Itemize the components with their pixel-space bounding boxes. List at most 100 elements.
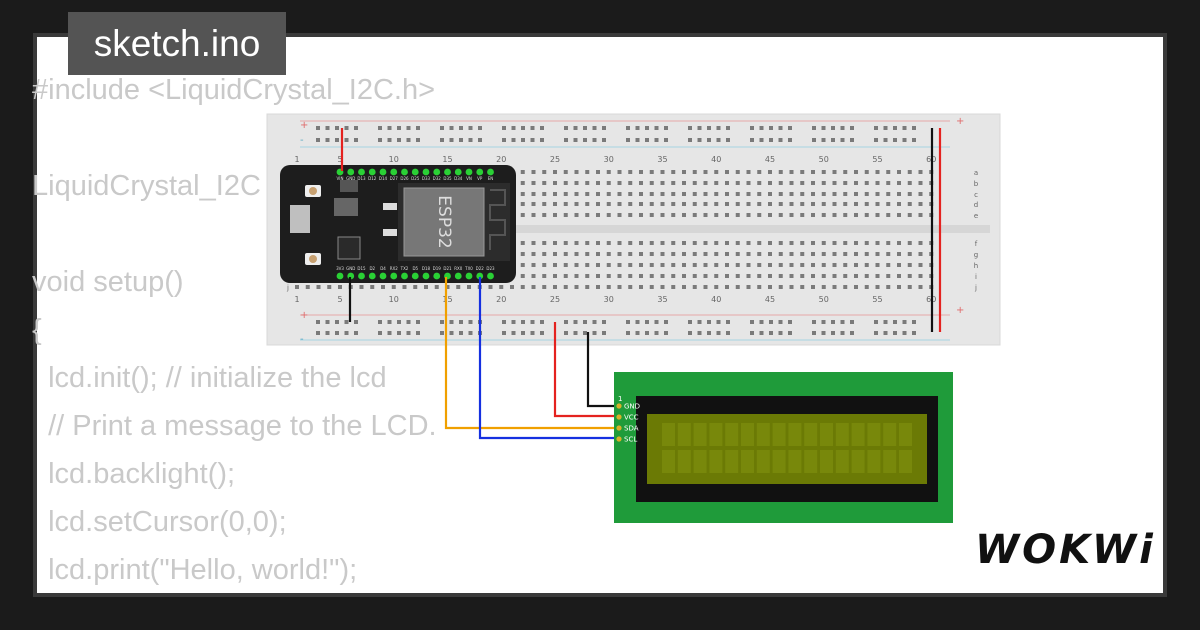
- rail-hole: [459, 138, 463, 142]
- breadboard-hole: [585, 285, 590, 289]
- lcd-pin: [616, 403, 622, 409]
- lcd-cell: [725, 423, 739, 446]
- column-number: 40: [711, 295, 721, 304]
- breadboard-hole: [897, 263, 901, 267]
- breadboard-hole: [897, 252, 901, 256]
- lcd-cell: [804, 423, 818, 446]
- breadboard-hole: [434, 285, 439, 289]
- esp32-pin: [465, 168, 473, 176]
- rail-hole: [778, 138, 783, 142]
- column-number: 35: [657, 295, 667, 304]
- breadboard-hole: [531, 252, 536, 256]
- rail-hole: [645, 331, 649, 335]
- breadboard-hole: [789, 285, 794, 289]
- breadboard-hole: [832, 241, 837, 245]
- rail-hole: [759, 331, 764, 335]
- rail-hole: [449, 138, 454, 142]
- breadboard-hole: [660, 274, 665, 278]
- breadboard-hole: [682, 263, 686, 267]
- column-number: 35: [657, 155, 667, 164]
- rail-hole: [406, 331, 411, 335]
- rail-hole: [831, 138, 835, 142]
- column-number: 45: [765, 155, 775, 164]
- breadboard-hole: [897, 274, 901, 278]
- breadboard-hole: [778, 192, 783, 196]
- rail-hole: [344, 126, 349, 130]
- rail-hole: [874, 320, 878, 324]
- rail-hole: [416, 320, 420, 324]
- breadboard-hole: [789, 181, 794, 185]
- breadboard-hole: [854, 241, 858, 245]
- breadboard-hole: [649, 263, 654, 267]
- breadboard-hole: [520, 285, 525, 289]
- breadboard-hole: [585, 202, 590, 206]
- breadboard-hole: [843, 202, 848, 206]
- breadboard-hole: [574, 263, 579, 267]
- esp32-pin-label: D22: [476, 266, 485, 271]
- esp32-pin-label: D12: [368, 176, 377, 181]
- esp32-pin: [347, 168, 355, 176]
- breadboard-hole: [811, 213, 815, 217]
- esp32-pin: [433, 168, 441, 176]
- breadboard-hole: [725, 241, 729, 245]
- rail-hole: [592, 320, 597, 324]
- breadboard-hole: [725, 170, 729, 174]
- breadboard-hole: [660, 181, 665, 185]
- breadboard-hole: [832, 274, 837, 278]
- column-number: 15: [442, 295, 452, 304]
- rail-hole: [902, 331, 907, 335]
- code-line: lcd.backlight();: [32, 458, 236, 490]
- code-line: #include <LiquidCrystal_I2C.h>: [32, 74, 436, 106]
- row-letter: j: [974, 284, 977, 292]
- breadboard-hole: [606, 213, 611, 217]
- breadboard-hole: [639, 213, 643, 217]
- rail-hole: [573, 138, 578, 142]
- breadboard-hole: [854, 263, 858, 267]
- breadboard-hole: [768, 181, 772, 185]
- rail-hole: [521, 331, 525, 335]
- lcd-pin: [616, 414, 622, 420]
- rail-hole: [778, 126, 783, 130]
- rail-hole: [468, 320, 473, 324]
- rail-hole: [449, 126, 454, 130]
- rail-hole: [654, 331, 659, 335]
- esp32-pin-label: GND: [346, 176, 355, 181]
- breadboard-hole: [886, 192, 891, 196]
- esp32-pin-label: D25: [411, 176, 420, 181]
- breadboard-hole: [671, 241, 676, 245]
- rail-hole: [664, 331, 668, 335]
- esp32-pin-label: D5: [412, 266, 418, 271]
- breadboard-hole: [542, 252, 547, 256]
- esp32-pin: [444, 168, 451, 176]
- column-number: 30: [604, 155, 614, 164]
- breadboard-hole: [606, 274, 611, 278]
- esp32-pin-label: D18: [422, 266, 431, 271]
- column-number: 55: [872, 155, 882, 164]
- breadboard-hole: [692, 274, 697, 278]
- breadboard-hole: [735, 202, 740, 206]
- esp32-pin: [411, 168, 419, 176]
- breadboard-hole: [520, 263, 525, 267]
- column-number: 45: [765, 295, 775, 304]
- breadboard-hole: [746, 192, 751, 196]
- breadboard-hole: [746, 274, 751, 278]
- breadboard-hole: [649, 202, 654, 206]
- esp32-pin-label: TX2: [400, 266, 409, 271]
- breadboard-hole: [649, 274, 654, 278]
- lcd-pin-label: GND: [624, 403, 640, 411]
- breadboard-hole: [875, 213, 880, 217]
- lcd-cell: [662, 423, 675, 446]
- breadboard-hole: [628, 192, 633, 196]
- rail-hole: [325, 331, 330, 335]
- breadboard-hole: [305, 285, 310, 289]
- breadboard-hole: [800, 252, 805, 256]
- breadboard-hole: [778, 285, 783, 289]
- breadboard-hole: [746, 252, 751, 256]
- esp32-pin: [487, 168, 494, 176]
- lcd-cell: [867, 423, 881, 446]
- breadboard-hole: [520, 241, 525, 245]
- breadboard-hole: [768, 252, 772, 256]
- rail-hole: [821, 138, 826, 142]
- rail-hole: [378, 138, 382, 142]
- column-number: 40: [711, 155, 721, 164]
